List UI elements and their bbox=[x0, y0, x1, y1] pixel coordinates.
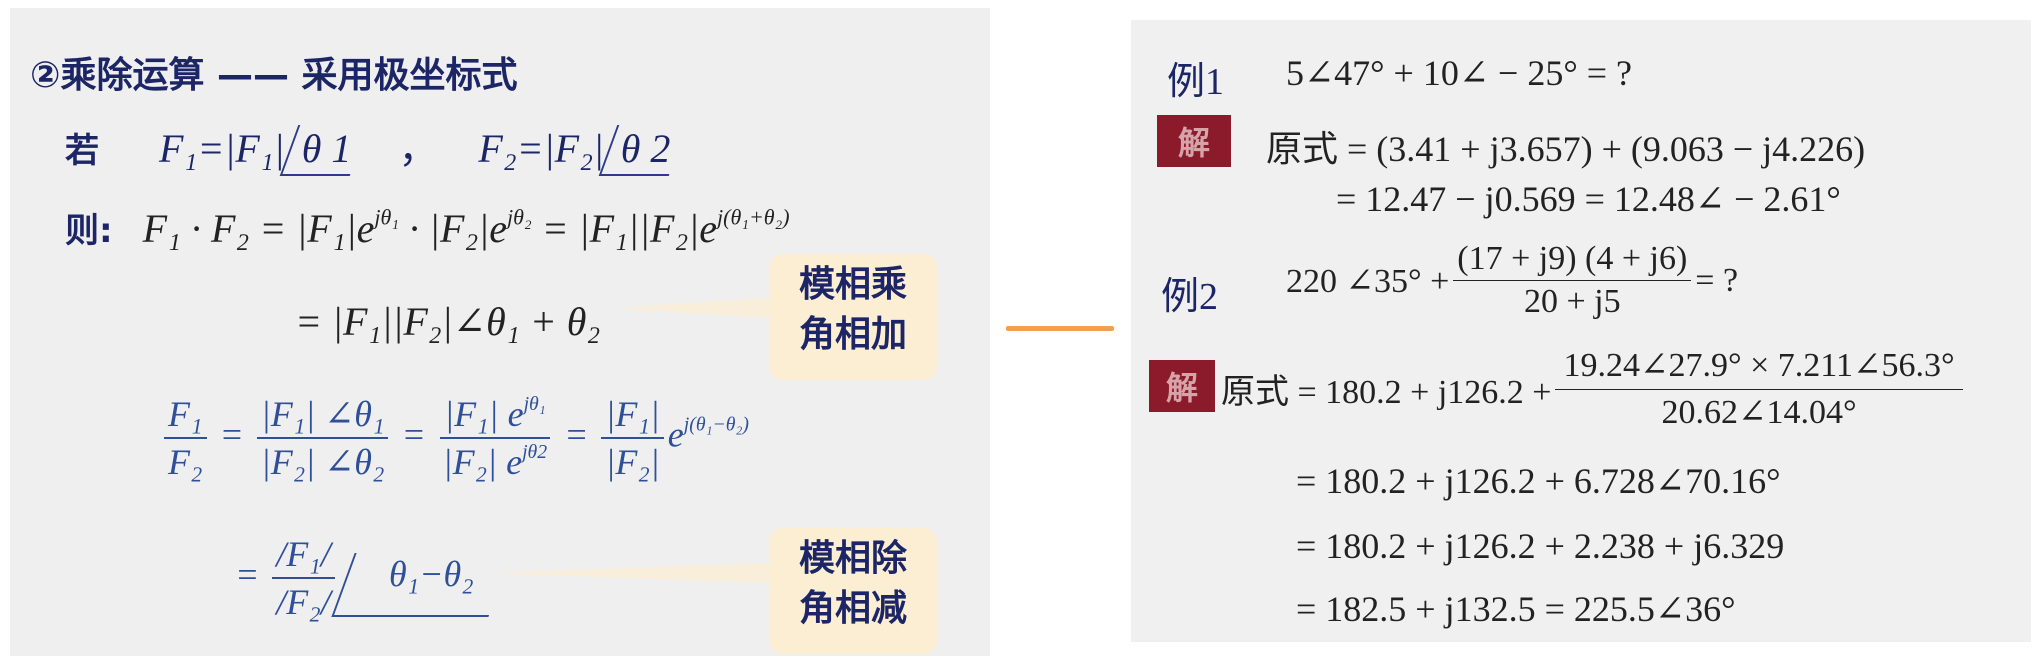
f2-definition: F₂=|F₂| bbox=[478, 126, 604, 171]
example2-expression: 220 ∠35° + (17 + j9) (4 + j6)20 + j5 = ? bbox=[1286, 240, 1739, 320]
solution1-line2: = 12.47 − j0.569 = 12.48∠ − 2.61° bbox=[1336, 179, 1841, 219]
product-formula-line1: 则: F₁ · F₂ = |F₁|ejθ₁ · |F₂|ejθ₂ = |F₁||… bbox=[65, 204, 790, 251]
solution1-badge: 解 bbox=[1157, 115, 1231, 167]
product-formula-line2: = |F₁||F₂|∠θ₁ + θ₂ bbox=[295, 299, 601, 344]
example2-label: 例2 bbox=[1161, 276, 1219, 318]
callout-divide: 模相除 角相减 bbox=[769, 528, 937, 654]
definition-row: 若 F₁=|F₁|θ 1 ， F₂=|F₂|θ 2 bbox=[65, 116, 687, 176]
examples-slide: 例1 5∠47° + 10∠ − 25° = ? 解 原式 = (3.41 + … bbox=[1131, 20, 2031, 642]
solution2-line1: 原式 = 180.2 + j126.2 + 19.24∠27.9° × 7.21… bbox=[1221, 345, 1967, 432]
comma: ， bbox=[398, 126, 439, 171]
example1-label: 例1 bbox=[1167, 61, 1225, 103]
f1-definition: F₁=|F₁| bbox=[159, 126, 285, 171]
connector-line bbox=[1006, 326, 1114, 331]
solution1-line1: 原式 = (3.41 + j3.657) + (9.063 − j4.226) bbox=[1266, 129, 1866, 169]
division-polar-result: = /F₁//F₂/θ₁−θ₂ bbox=[235, 533, 512, 623]
slide-title: ②乘除运算 —— 采用极坐标式 bbox=[30, 55, 518, 96]
solution2-badge: 解 bbox=[1149, 360, 1215, 412]
example1-expression: 5∠47° + 10∠ − 25° = ? bbox=[1286, 53, 1633, 93]
if-label: 若 bbox=[65, 131, 99, 171]
then-label: 则: bbox=[65, 211, 113, 251]
angle-theta1: θ 1 bbox=[279, 125, 368, 176]
callout-multiply: 模相乘 角相加 bbox=[769, 254, 937, 380]
solution2-line2: = 180.2 + j126.2 + 6.728∠70.16° bbox=[1296, 461, 1781, 501]
solution2-line4: = 182.5 + j132.5 = 225.5∠36° bbox=[1296, 589, 1736, 629]
polar-multiply-divide-slide: ②乘除运算 —— 采用极坐标式 若 F₁=|F₁|θ 1 ， F₂=|F₂|θ … bbox=[10, 8, 990, 656]
solution2-line3: = 180.2 + j126.2 + 2.238 + j6.329 bbox=[1296, 526, 1785, 566]
callout-pointer bbox=[490, 563, 770, 583]
callout-pointer bbox=[610, 298, 770, 318]
angle-theta2: θ 2 bbox=[598, 125, 687, 176]
